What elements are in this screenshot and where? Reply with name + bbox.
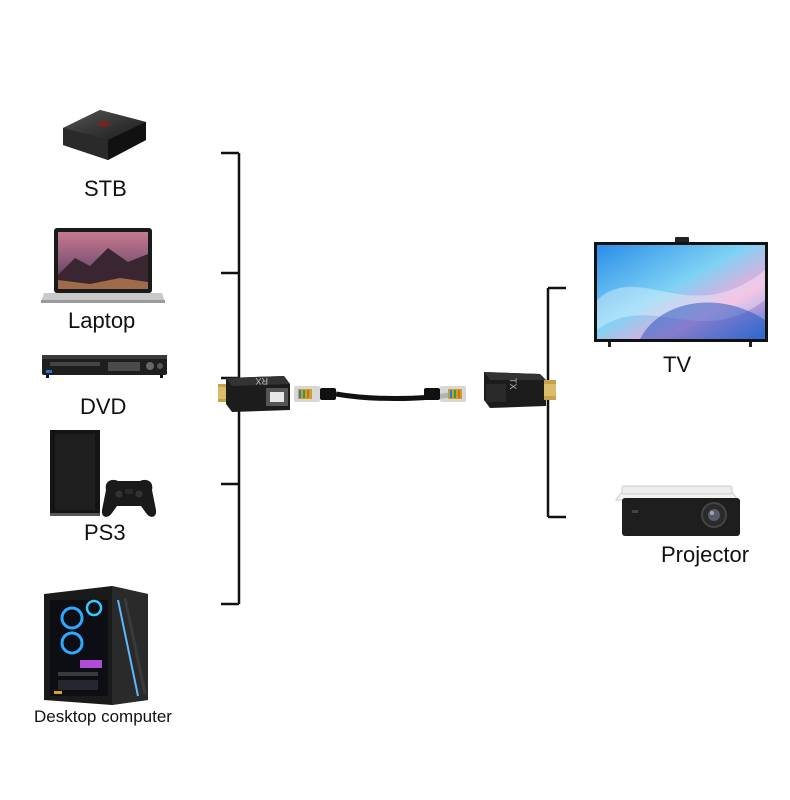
tv-icon xyxy=(594,237,768,347)
laptop-icon xyxy=(41,228,165,303)
desktop-computer-icon xyxy=(44,586,148,705)
game-console-icon xyxy=(50,430,157,517)
source-label-stb: STB xyxy=(84,176,127,201)
display-bracket xyxy=(546,286,566,519)
dvd-player-icon xyxy=(42,355,167,378)
rx-adapter-icon: RX xyxy=(218,376,290,412)
rx-marking: RX xyxy=(255,376,268,386)
tx-adapter-icon: TX xyxy=(484,372,556,408)
ethernet-cable-icon xyxy=(294,386,466,402)
source-label-dvd: DVD xyxy=(80,394,127,419)
projector-icon xyxy=(615,485,740,536)
tx-marking: TX xyxy=(508,378,518,390)
stb-box-icon xyxy=(63,110,146,160)
display-label-projector: Projector xyxy=(661,542,750,567)
display-label-tv: TV xyxy=(663,352,692,377)
source-label-ps3: PS3 xyxy=(84,520,126,545)
source-label-laptop: Laptop xyxy=(68,308,136,333)
source-label-desktop: Desktop computer xyxy=(34,707,172,726)
